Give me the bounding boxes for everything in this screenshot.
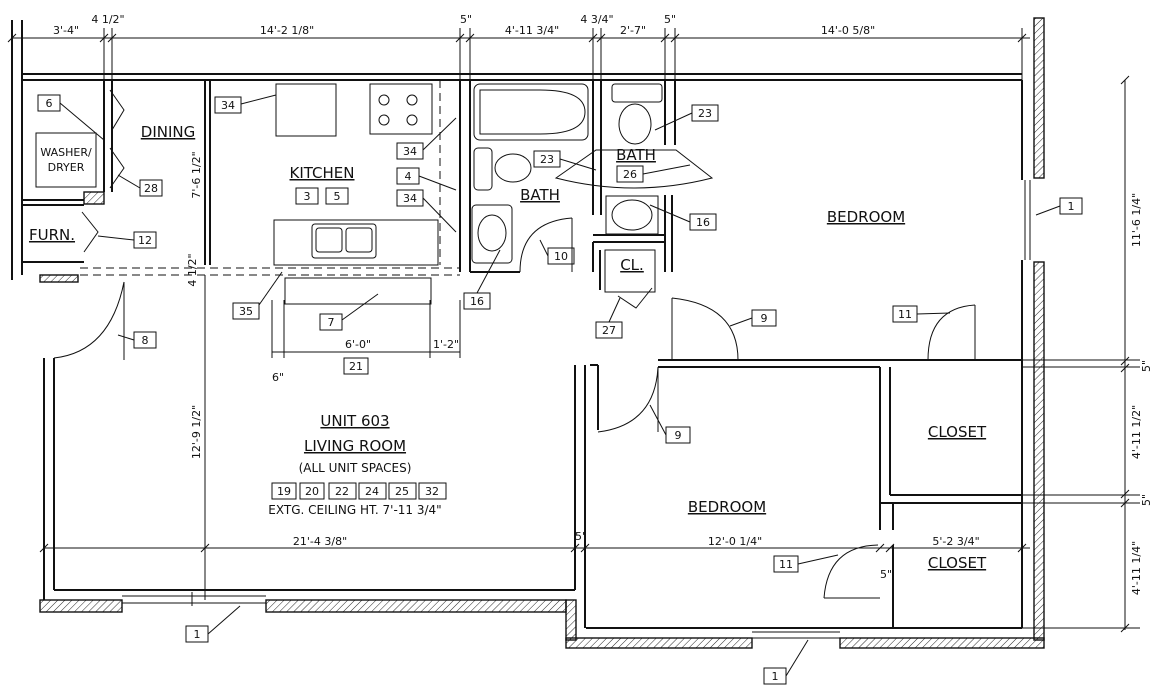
ceiling-note: EXTG. CEILING HT. 7'-11 3/4" [268,503,441,517]
dim-21-4: 21'-4 3/8" [293,535,347,548]
tag-4: 4 [405,170,412,183]
tag-21: 21 [349,360,363,373]
tag-7: 7 [328,316,335,329]
dim-14-0: 14'-0 5/8" [821,24,875,37]
toilet-right [618,103,652,145]
washer-label: WASHER/ [40,146,92,159]
tag-23-b: 23 [540,153,554,166]
dim-5-d: 5" [880,568,892,581]
closet-small-box [604,249,656,293]
dim-5-c: 5' [575,530,585,543]
dim-5-a: 5" [460,13,472,26]
tag-34-b: 34 [403,145,417,158]
room-label-living: LIVING ROOM [304,437,406,455]
tag-5: 5 [334,190,341,203]
room-label-closet-lower: CLOSET [928,554,987,572]
tag-9-b: 9 [675,429,682,442]
tag-11-b: 11 [779,558,793,571]
room-label-dining: DINING [141,123,195,141]
dim-14-2: 14'-2 1/8" [260,24,314,37]
dim-4-11-half: 4'-11 1/2" [1130,405,1143,459]
dim-6-0: 6'-0" [345,338,371,351]
tag-1-b: 1 [194,628,201,641]
tag-8: 8 [142,334,149,347]
interior-dimensions [39,75,1140,633]
dryer-label: DRYER [48,161,85,174]
tag-1-c: 1 [772,670,779,683]
room-label-bath-left: BATH [520,186,560,204]
dim-4-11-quarter: 4'-11 1/4" [1130,541,1143,595]
kitchen-sink [311,223,377,259]
tag-12: 12 [138,234,152,247]
dim-12-0: 12'-0 1/4" [708,535,762,548]
range [369,83,433,135]
kitchen-island [284,277,432,305]
tag-23-a: 23 [698,107,712,120]
tag-27: 27 [602,324,616,337]
dim-6: 6" [272,371,284,384]
dim-4-11: 4'-11 3/4" [505,24,559,37]
tag-boxes [37,94,1083,685]
dim-7-6: 7'-6 1/2" [190,151,203,198]
dim-5-e: 5" [1140,360,1153,372]
dim-3-4: 3'-4" [53,24,79,37]
washer-dryer-box [35,132,97,188]
tag-35: 35 [239,305,253,318]
dim-4-half-b: 4 1/2" [186,253,199,286]
tag-34-a: 34 [221,99,235,112]
tag-1-a: 1 [1068,200,1075,213]
unit-label: UNIT 603 [320,412,389,430]
tag-25: 25 [395,485,409,498]
tag-26: 26 [623,168,637,181]
dim-11-6: 11'-6 1/4" [1130,193,1143,247]
room-label-bedroom-right: BEDROOM [827,208,905,226]
tag-6: 6 [46,97,53,110]
tag-16-a: 16 [696,216,710,229]
room-label-furnace: FURN. [29,226,75,244]
room-label-bath-right: BATH [616,146,656,164]
dim-12-9: 12'-9 1/2" [190,405,203,459]
tag-34-c: 34 [403,192,417,205]
room-label-bedroom-lower: BEDROOM [688,498,766,516]
bathtub [473,83,589,141]
dim-5-2: 5'-2 3/4" [932,535,979,548]
dim-2-7: 2'-7" [620,24,646,37]
tag-32: 32 [425,485,439,498]
room-label-closet-small: CL. [620,256,644,274]
toilet-left [494,153,532,183]
all-spaces-note: (ALL UNIT SPACES) [299,461,412,475]
tag-16-b: 16 [470,295,484,308]
vanity-left [471,204,513,264]
dim-4-half: 4 1/2" [91,13,124,26]
vanity-right [605,195,659,235]
fixtures [35,83,714,305]
dim-5-b: 5" [664,13,676,26]
bath-tub-right [554,149,714,189]
tag-22: 22 [335,485,349,498]
tag-28: 28 [144,182,158,195]
refrigerator [275,83,337,137]
dim-5-f: 5" [1140,494,1153,506]
tag-24: 24 [365,485,379,498]
tag-19: 19 [277,485,291,498]
doors [53,89,976,599]
dim-1-2: 1'-2" [433,338,459,351]
tag-3: 3 [304,190,311,203]
exterior-walls [11,17,1045,649]
tag-10: 10 [554,250,568,263]
kitchen-counter [273,219,439,266]
dim-4-3-4: 4 3/4" [580,13,613,26]
tag-20: 20 [305,485,319,498]
tag-9-a: 9 [761,312,768,325]
tag-11-a: 11 [898,308,912,321]
room-label-closet-upper: CLOSET [928,423,987,441]
room-label-kitchen: KITCHEN [290,164,355,182]
